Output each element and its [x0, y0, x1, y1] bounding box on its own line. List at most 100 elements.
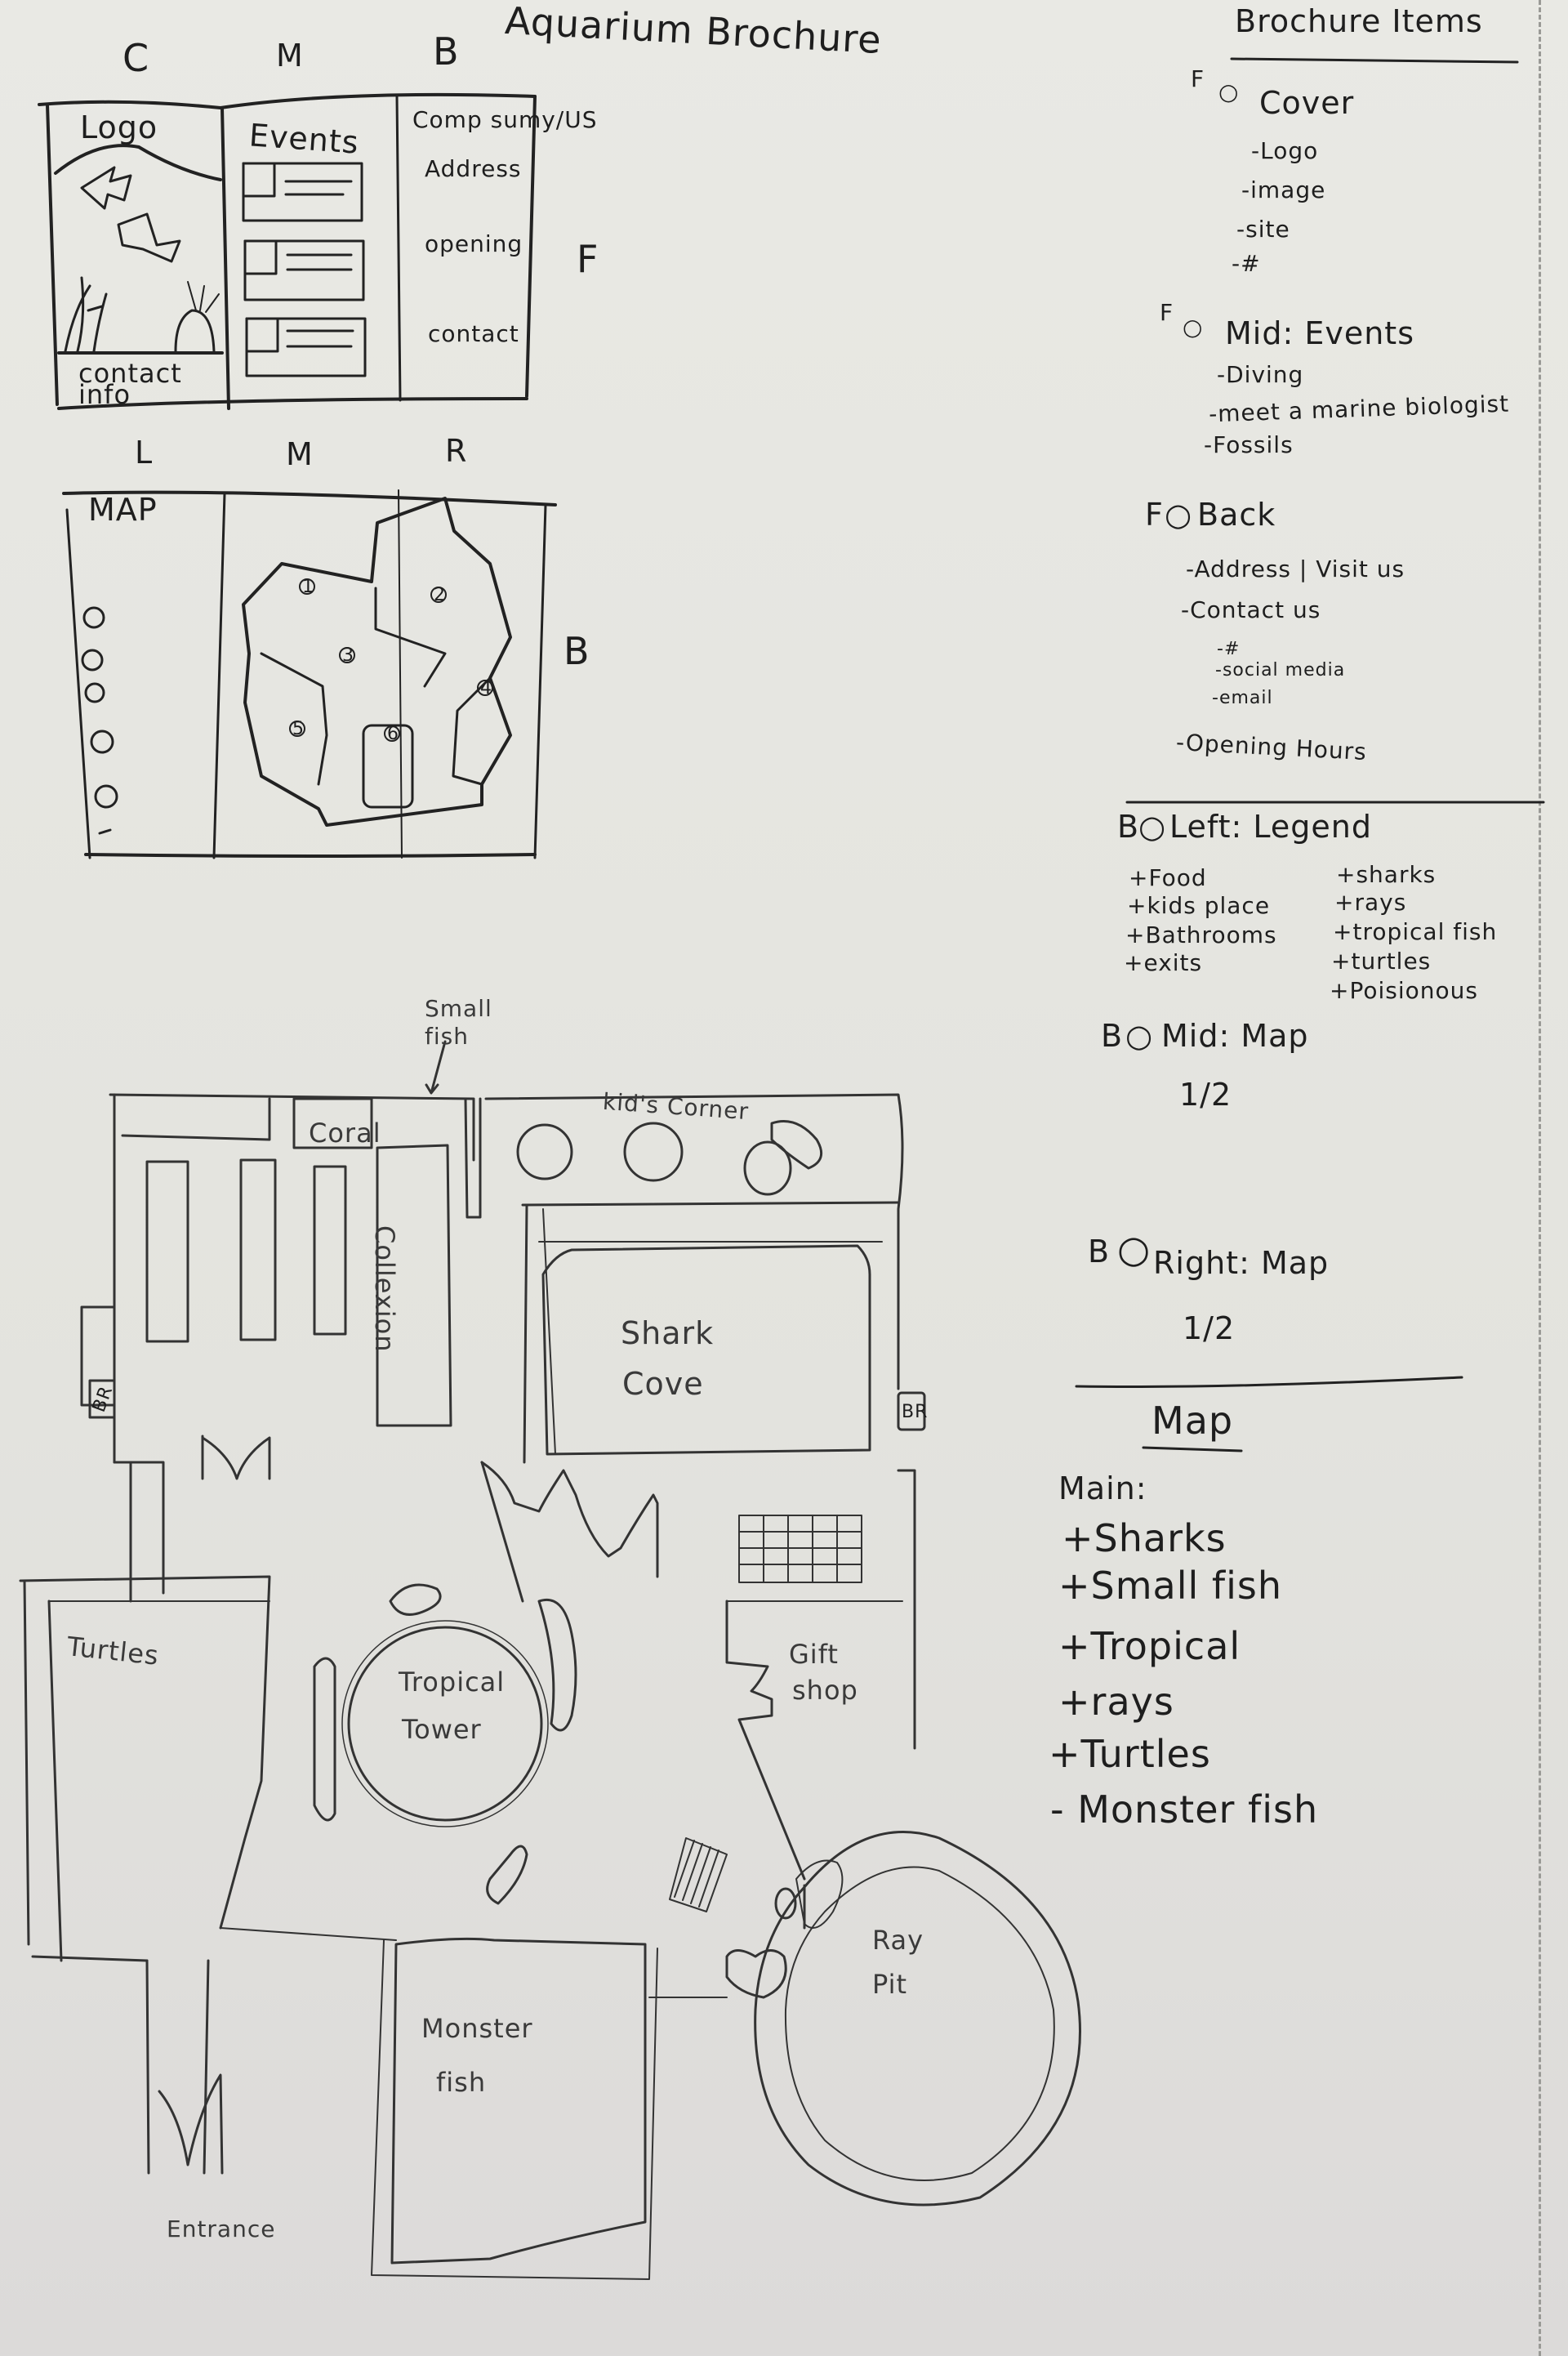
kids-corner-shape — [743, 1140, 792, 1196]
map-marker: 2 — [434, 585, 446, 605]
front-fold-1 — [220, 106, 230, 410]
tank-column — [239, 1158, 277, 1341]
tower-seat — [486, 1845, 528, 1905]
ray-pit-inner — [784, 1866, 1055, 2181]
shark-cove-tank — [541, 1244, 871, 1456]
floor-plan — [19, 1040, 1081, 2280]
section-subitem: -email — [1212, 688, 1273, 708]
tower-seat — [537, 1599, 577, 1732]
small-fish-callout: Small fish — [425, 995, 492, 1050]
section-item: -# — [1232, 250, 1261, 277]
legend-item: +exits — [1124, 949, 1203, 976]
collection-tank — [376, 1144, 452, 1427]
section-item: -Fossils — [1204, 431, 1294, 458]
section-subitem: -# — [1217, 639, 1241, 659]
panel-label-left: L — [135, 435, 154, 471]
checkbox-icon[interactable]: ○ — [1183, 314, 1204, 341]
map-list-item: +Sharks — [1062, 1516, 1227, 1560]
section-item: -Address | Visit us — [1186, 556, 1405, 582]
map-heading-underline — [1142, 1446, 1243, 1452]
section-subitem: -social media — [1215, 660, 1346, 680]
panel-label-back: B — [433, 29, 460, 74]
area-label-coral: Coral — [309, 1118, 381, 1149]
divider-brochure-items — [1230, 57, 1519, 64]
back-item: contact — [428, 320, 519, 347]
area-label-gift-shop-2: shop — [792, 1675, 858, 1706]
map-list-item: +rays — [1058, 1680, 1174, 1724]
legend-bullets — [81, 606, 118, 835]
legend-item: +turtles — [1331, 948, 1432, 975]
kids-corner-circle — [516, 1123, 573, 1180]
middle-events-heading: Events — [247, 117, 361, 161]
section-title: Right: Map — [1153, 1245, 1330, 1281]
area-label-collection: Collexion — [369, 1225, 400, 1353]
section-title: Back — [1197, 497, 1276, 533]
panel-label-cover: C — [122, 36, 150, 80]
area-label-monster-fish-2: fish — [436, 2067, 487, 2098]
fish-doodle — [80, 166, 132, 210]
fish-doodle — [117, 212, 181, 263]
map-list-subheading: Main: — [1058, 1470, 1147, 1506]
tropical-tower-tank — [347, 1626, 543, 1822]
perforation-line — [1539, 0, 1541, 2356]
checkbox-icon[interactable]: ○ — [1138, 809, 1167, 845]
back-item: Address — [425, 155, 522, 182]
side-label-front: F — [577, 237, 599, 281]
back-trifold-sketch — [62, 489, 557, 859]
legend-item: +Food — [1129, 864, 1207, 891]
section-title: Cover — [1259, 85, 1355, 121]
event-cards — [242, 162, 367, 377]
bathroom-label-right: BR — [902, 1402, 929, 1422]
back-item: Comp sumy/US — [412, 106, 598, 133]
tower-seat — [313, 1657, 336, 1822]
checkbox-icon[interactable]: ○ — [1125, 1018, 1154, 1054]
tank-column — [313, 1165, 347, 1336]
section-item: -image — [1241, 176, 1326, 203]
legend-item: +Bathrooms — [1125, 921, 1277, 948]
area-label-tropical-tower: Tropical — [399, 1667, 506, 1698]
front-right-edge — [525, 95, 537, 398]
ray-pit-outer — [754, 1831, 1081, 2207]
side-marker: B — [1101, 1018, 1124, 1054]
coral-tank — [292, 1097, 373, 1149]
entrance-door — [158, 2073, 224, 2175]
section-title: Left: Legend — [1169, 809, 1372, 845]
panel-label-middle: M — [276, 38, 304, 74]
map-marker-circles — [289, 578, 493, 742]
back-fold-1 — [212, 492, 226, 859]
food-court-grid — [738, 1515, 862, 1583]
divider-map — [1075, 1376, 1463, 1389]
checkbox-icon[interactable]: ○ — [1117, 1227, 1152, 1271]
checkbox-icon[interactable]: ○ — [1218, 78, 1240, 105]
tower-seat — [389, 1583, 442, 1616]
section-dividers — [1075, 57, 1545, 1452]
area-label-tropical-tower-2: Tower — [402, 1714, 482, 1745]
bathroom-box-left — [88, 1379, 116, 1419]
callout-arrow — [425, 1040, 447, 1095]
top-left-room — [121, 1097, 271, 1141]
map-marker: 3 — [342, 645, 354, 666]
side-marker: F — [1191, 65, 1205, 92]
stairs — [669, 1837, 728, 1912]
map-list-item: +Tropical — [1058, 1624, 1241, 1668]
legend-item: +Poisionous — [1330, 977, 1478, 1004]
legend-item: +sharks — [1336, 861, 1437, 888]
map-list-heading: Map — [1152, 1399, 1234, 1443]
checkbox-icon[interactable]: ○ — [1165, 497, 1193, 533]
side-marker: F — [1160, 299, 1174, 326]
section-item: -Logo — [1251, 137, 1319, 164]
panel-label-middle-back: M — [286, 436, 314, 472]
area-label-monster-fish: Monster — [421, 2013, 533, 2044]
back-left-edge — [65, 508, 91, 859]
ray-pit-heart-rock — [725, 1949, 787, 1999]
section-item: -Contact us — [1181, 596, 1321, 623]
side-marker: B — [1117, 809, 1140, 845]
small-fish-tank — [464, 1097, 482, 1219]
ray-pit-rock — [774, 1887, 797, 1920]
area-label-ray-pit: Ray — [872, 1925, 924, 1956]
map-list-item: +Turtles — [1049, 1732, 1211, 1776]
side-label-back: B — [564, 629, 590, 673]
side-marker: F — [1145, 497, 1164, 533]
